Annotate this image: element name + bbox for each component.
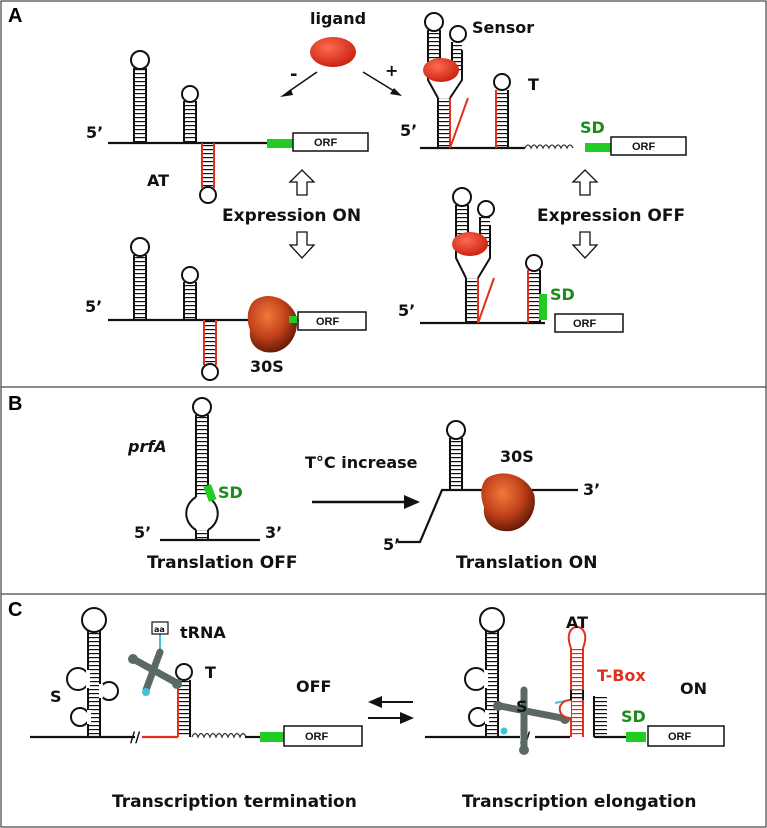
equilibrium-arrows xyxy=(368,696,414,724)
sd-label: SD xyxy=(550,285,575,304)
five-prime-label: 5’ xyxy=(85,297,102,316)
specifier-label: S xyxy=(50,687,62,706)
ligand-label: ligand xyxy=(310,9,366,28)
sd-box xyxy=(585,143,611,152)
translation-on-label: Translation ON xyxy=(456,553,597,573)
orf-label: ORF xyxy=(632,141,656,153)
five-prime-label: 5’ xyxy=(86,123,103,142)
five-prime-label: 5’ xyxy=(134,523,151,542)
orf-label: ORF xyxy=(668,731,692,743)
panel-a: A ligand - + 5’ xyxy=(8,5,687,381)
tbox-off: // S T ORF OFF xyxy=(30,607,363,747)
sd-label: SD xyxy=(218,483,243,502)
sd-box xyxy=(539,294,547,320)
on-label: ON xyxy=(680,679,707,698)
specifier-label: S xyxy=(516,697,528,716)
riboswitch-unbound-top: 5’ ORF AT xyxy=(86,50,369,204)
bound-ligand xyxy=(423,58,459,82)
orf-box xyxy=(554,313,624,333)
five-prime-label: 5’ xyxy=(398,301,415,320)
temperature-arrow xyxy=(312,495,420,509)
ribosome-label: 30S xyxy=(250,357,284,376)
transcription-elongation-caption: Transcription elongation xyxy=(462,792,696,812)
double-arrow-off xyxy=(571,169,599,259)
sd-label: SD xyxy=(580,118,605,137)
break-mark: // xyxy=(130,730,141,746)
three-prime-label: 3’ xyxy=(583,480,600,499)
panel-b: B prfA SD 5’ 3’ Translation OFF T°C incr… xyxy=(8,393,600,573)
sd-box xyxy=(626,732,646,742)
sd-box xyxy=(267,139,293,148)
at-label: AT xyxy=(147,171,169,190)
arrow-to-off-state xyxy=(280,71,318,97)
at-label: AT xyxy=(566,613,588,632)
sd-box xyxy=(260,732,284,742)
bound-ligand xyxy=(452,232,488,256)
riboswitch-bound-top: Sensor 5’ T SD xyxy=(400,12,687,156)
double-arrow-on xyxy=(288,169,316,259)
three-prime-label: 3’ xyxy=(265,523,282,542)
terminator-label: T xyxy=(528,75,539,94)
riboswitch-bound-bottom: 5’ SD ORF xyxy=(398,187,624,333)
orf-box xyxy=(283,725,363,747)
orf-label: ORF xyxy=(316,316,340,328)
orf-box xyxy=(610,136,687,156)
ribosome-30s xyxy=(481,473,535,532)
off-label: OFF xyxy=(296,677,331,696)
orf-box xyxy=(647,725,725,747)
expression-off-label: Expression OFF xyxy=(537,206,685,226)
sd-label: SD xyxy=(621,707,646,726)
expression-on-label: Expression ON xyxy=(222,206,361,226)
ribosome-30s xyxy=(247,295,298,353)
riboswitch-unbound-bottom: 5’ ORF 30S xyxy=(85,237,367,381)
five-prime-label: 5’ xyxy=(383,535,400,554)
terminator-label: T xyxy=(205,663,216,682)
plus-sign: + xyxy=(385,61,398,80)
amino-acid-label: aa xyxy=(154,625,165,634)
arrow-to-on-state xyxy=(362,71,402,96)
translation-off-label: Translation OFF xyxy=(147,553,297,573)
trna-free: aa tRNA xyxy=(128,621,226,696)
tbox-on: // S xyxy=(425,607,725,755)
sensor-label: Sensor xyxy=(472,18,534,37)
orf-label: ORF xyxy=(573,318,597,330)
tbox-label: T-Box xyxy=(597,666,646,685)
gene-label: prfA xyxy=(127,437,167,456)
prfa-thermometer-on: 30S 3’ 5’ Translation ON xyxy=(383,420,600,573)
ribosome-label: 30S xyxy=(500,447,534,466)
panel-c: C // S T OR xyxy=(8,599,725,812)
orf-label: ORF xyxy=(305,731,329,743)
trna-label: tRNA xyxy=(180,623,226,642)
panel-c-letter: C xyxy=(8,599,22,621)
prfa-thermometer-off: prfA SD 5’ 3’ Translation OFF xyxy=(127,397,297,573)
orf-box xyxy=(292,132,369,152)
panel-a-letter: A xyxy=(8,5,22,27)
sd-box xyxy=(203,484,217,502)
ligand-molecule xyxy=(310,37,356,67)
temperature-label: T°C increase xyxy=(305,453,418,472)
minus-sign: - xyxy=(290,64,297,85)
five-prime-label: 5’ xyxy=(400,121,417,140)
panel-b-letter: B xyxy=(8,393,22,415)
orf-box xyxy=(297,311,367,331)
orf-label: ORF xyxy=(314,137,338,149)
transcription-termination-caption: Transcription termination xyxy=(112,792,357,812)
